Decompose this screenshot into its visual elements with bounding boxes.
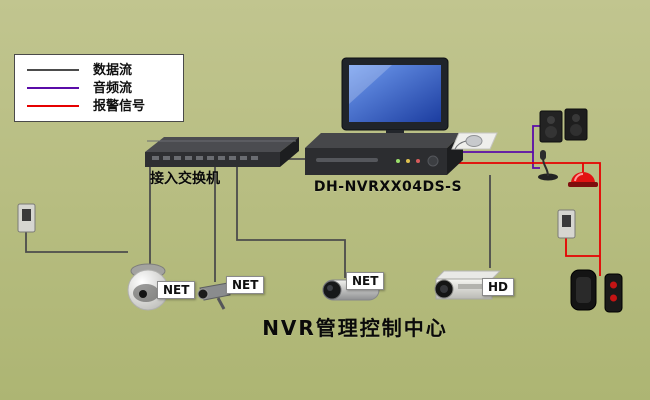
alarm-line-swatch (27, 105, 79, 107)
legend-row-audio: 音频流 (27, 82, 171, 95)
nvr-label: DH-NVRXX04DS-S (313, 179, 463, 195)
audio-line-swatch (27, 87, 79, 89)
switch-label: 接入交换机 (150, 171, 220, 187)
microphone (538, 150, 558, 181)
data-flow-lines (25, 158, 491, 282)
diagram-title: NVR管理控制中心 (262, 316, 448, 340)
network-switch (145, 137, 299, 167)
alarm-speaker (570, 269, 597, 311)
legend-label-alarm: 报警信号 (93, 98, 146, 114)
monitor (341, 57, 449, 146)
legend-label-audio: 音频流 (93, 80, 133, 96)
legend-row-alarm: 报警信号 (27, 100, 171, 113)
camera-badge-box: HD (482, 278, 515, 296)
data-flow-line-swatch (27, 69, 79, 71)
alarm-strobe (604, 273, 623, 313)
mouse (451, 132, 498, 150)
alarm-lines (447, 162, 601, 276)
camera-badge-ptz: NET (346, 272, 385, 290)
legend-label-data: 数据流 (93, 62, 133, 78)
bullet-camera (197, 282, 231, 310)
legend: 数据流 音频流 报警信号 (14, 54, 184, 122)
box-camera (434, 270, 502, 300)
nvr-device (305, 133, 463, 175)
alarm-input-right (557, 209, 576, 239)
camera-badge-dome: NET (157, 281, 196, 299)
camera-badge-bullet: NET (226, 276, 265, 294)
audio-lines (447, 125, 542, 169)
alarm-input-left (17, 203, 36, 233)
alarm-siren-icon (568, 172, 598, 187)
speakers (539, 108, 588, 143)
legend-row-data: 数据流 (27, 64, 171, 77)
